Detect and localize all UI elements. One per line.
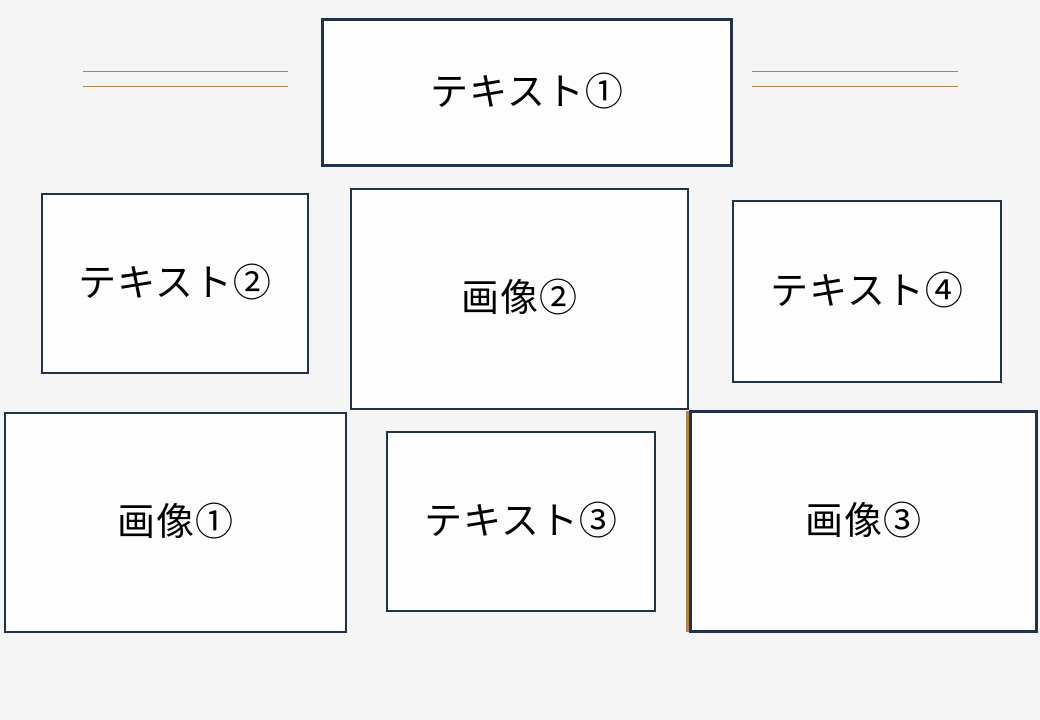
placeholder-label-text4: テキスト④ <box>770 270 964 313</box>
placeholder-box-image1[interactable]: 画像① <box>4 412 347 633</box>
placeholder-box-text2[interactable]: テキスト② <box>41 193 309 374</box>
placeholder-label-text1: テキスト① <box>430 71 624 114</box>
placeholder-label-text2: テキスト② <box>78 262 272 305</box>
placeholder-box-text4[interactable]: テキスト④ <box>732 200 1002 383</box>
placeholder-box-text1[interactable]: テキスト① <box>321 18 733 167</box>
image3-accent-line <box>686 411 689 632</box>
placeholder-box-text3[interactable]: テキスト③ <box>386 431 656 612</box>
double-line-decoration-right <box>752 71 958 87</box>
placeholder-box-image3[interactable]: 画像③ <box>689 410 1038 633</box>
placeholder-label-text3: テキスト③ <box>424 500 618 543</box>
placeholder-box-image2[interactable]: 画像② <box>350 188 689 410</box>
placeholder-label-image1: 画像① <box>116 501 234 544</box>
double-line-decoration-left <box>83 71 288 87</box>
placeholder-label-image2: 画像② <box>460 278 578 320</box>
placeholder-label-image3: 画像③ <box>804 500 922 543</box>
